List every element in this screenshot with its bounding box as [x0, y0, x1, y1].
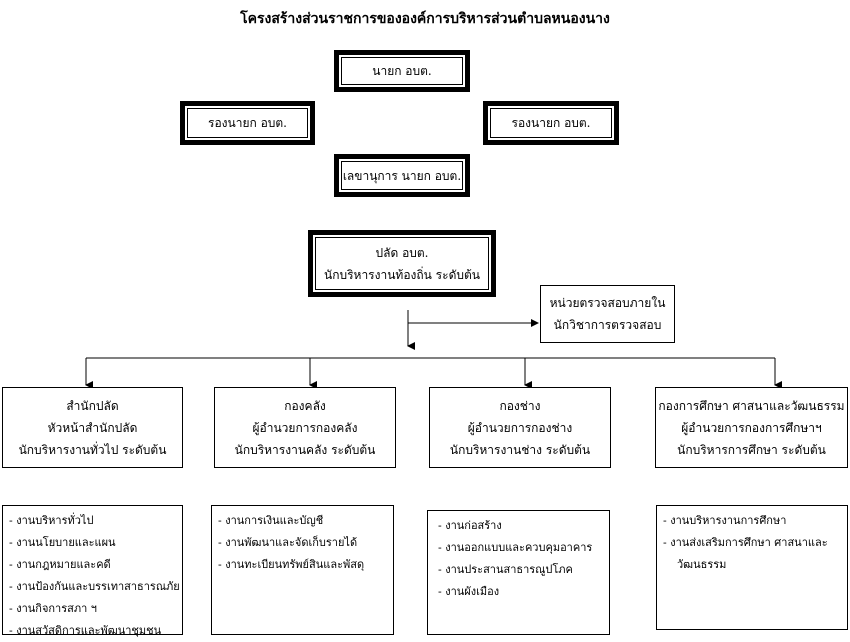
dept-head: ผู้อำนวยการกองช่าง [467, 420, 573, 435]
dept-name: กองช่าง [499, 398, 541, 413]
dept-name: กองการศึกษา ศาสนาและวัฒนธรรม [658, 398, 845, 413]
dept-box-3: กองช่าง ผู้อำนวยการกองช่าง นักบริหารงานช… [429, 387, 611, 468]
task-item: - งานบริหารงานการศึกษา [663, 514, 787, 527]
audit-position: นักวิชาการตรวจสอบ [553, 318, 662, 332]
task-item: - งานผังเมือง [438, 585, 500, 598]
dept-box-4: กองการศึกษา ศาสนาและวัฒนธรรม ผู้อำนวยการ… [655, 387, 848, 468]
task-item: - งานกิจการสภา ฯ [9, 602, 97, 615]
dept-level: นักบริหารงานทั่วไป ระดับต้น [18, 442, 167, 457]
task-item: - งานสวัสดิการและพัฒนาชุมชน [9, 624, 162, 637]
dept-box-1: สำนักปลัด หัวหน้าสำนักปลัด นักบริหารงานท… [2, 387, 183, 468]
task-item: - งานส่งเสริมการศึกษา ศาสนาและ [663, 536, 828, 549]
task-list-4: - งานบริหารงานการศึกษา - งานส่งเสริมการศ… [656, 505, 848, 630]
dept-level: นักบริหารการศึกษา ระดับต้น [677, 442, 826, 457]
task-item: - งานกฎหมายและคดี [9, 558, 111, 571]
task-item: - งานนโยบายและแผน [9, 536, 116, 549]
task-list-3: - งานก่อสร้าง - งานออกแบบและควบคุมอาคาร … [427, 510, 610, 635]
task-item: - งานทะเบียนทรัพย์สินและพัสดุ [218, 558, 365, 571]
dept-name: กองคลัง [284, 398, 326, 413]
task-list-1: - งานบริหารทั่วไป - งานนโยบายและแผน - งา… [2, 505, 183, 637]
chief-box: ปลัด อบต. นักบริหารงานท้องถิ่น ระดับต้น [308, 230, 496, 297]
deputy-right-label: รองนายก อบต. [511, 116, 591, 130]
task-list-2: - งานการเงินและบัญชี - งานพัฒนาและจัดเก็… [211, 505, 394, 635]
chief-position: นักบริหารงานท้องถิ่น ระดับต้น [324, 267, 480, 282]
dept-head: ผู้อำนวยการกองการศึกษาฯ [681, 420, 822, 435]
dept-level: นักบริหารงานคลัง ระดับต้น [234, 442, 376, 457]
dept-box-2: กองคลัง ผู้อำนวยการกองคลัง นักบริหารงานค… [214, 387, 396, 468]
dept-head: หัวหน้าสำนักปลัด [47, 420, 138, 435]
chief-title: ปลัด อบต. [375, 245, 429, 260]
secretary-box: เลขานุการ นายก อบต. [334, 154, 470, 197]
mayor-label: นายก อบต. [372, 64, 432, 78]
task-item: - งานป้องกันและบรรเทาสาธารณภัย [9, 580, 180, 593]
dept-level: นักบริหารงานช่าง ระดับต้น [449, 442, 591, 457]
task-item: - งานการเงินและบัญชี [218, 514, 324, 527]
task-item: วัฒนธรรม [677, 558, 727, 571]
deputy-right-box: รองนายก อบต. [483, 101, 619, 145]
task-item: - งานออกแบบและควบคุมอาคาร [438, 541, 593, 554]
dept-head: ผู้อำนวยการกองคลัง [252, 420, 358, 435]
dept-name: สำนักปลัด [66, 398, 119, 413]
mayor-box: นายก อบต. [334, 50, 470, 92]
audit-title: หน่วยตรวจสอบภายใน [549, 296, 666, 310]
audit-box: หน่วยตรวจสอบภายใน นักวิชาการตรวจสอบ [540, 285, 675, 343]
task-item: - งานประสานสาธารณูปโภค [438, 563, 573, 576]
chart-title: โครงสร้างส่วนราชการขององค์การบริหารส่วนต… [240, 11, 610, 27]
deputy-left-label: รองนายก อบต. [208, 116, 287, 130]
task-item: - งานพัฒนาและจัดเก็บรายได้ [218, 536, 358, 549]
task-item: - งานก่อสร้าง [438, 519, 502, 532]
task-item: - งานบริหารทั่วไป [9, 514, 94, 527]
deputy-left-box: รองนายก อบต. [180, 101, 315, 145]
secretary-label: เลขานุการ นายก อบต. [342, 168, 462, 183]
